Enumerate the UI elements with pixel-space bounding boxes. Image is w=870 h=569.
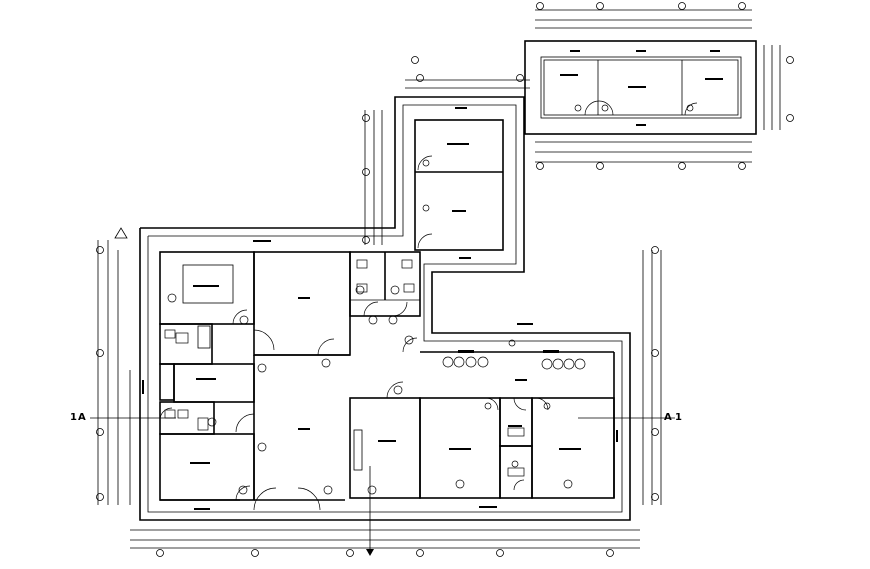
grid-bubble [596, 162, 604, 170]
room-labels [142, 240, 618, 510]
grid-bubble [651, 246, 659, 254]
north-wing-rooms [414, 107, 504, 259]
grid-bubble [596, 2, 604, 10]
grid-bubble [96, 493, 104, 501]
grid-bubble [416, 549, 424, 557]
section-marker-left: A [78, 412, 86, 423]
grid-bubble [362, 114, 370, 122]
grid-bubble [496, 549, 504, 557]
grid-bubble [96, 246, 104, 254]
grid-bubble [411, 56, 419, 64]
grid-bubble [362, 236, 370, 244]
grid-bubble [738, 2, 746, 10]
grid-bubble [346, 549, 354, 557]
grid-bubble [651, 493, 659, 501]
door-swings [159, 301, 549, 511]
grid-bubbles [96, 2, 794, 557]
north-arrow [114, 227, 128, 239]
dimension-north-wing [364, 79, 530, 245]
grid-bubble [678, 2, 686, 10]
section-line: A 1 A 1 [70, 412, 682, 556]
annex-building [524, 40, 757, 135]
section-number-right: 1 [675, 412, 682, 423]
grid-bubble [786, 114, 794, 122]
main-building-outline [139, 96, 631, 521]
fixtures [164, 259, 586, 495]
dimension-right [642, 250, 662, 505]
east-interior-walls [349, 351, 615, 499]
grid-bubble [536, 2, 544, 10]
dimension-bottom [130, 529, 640, 549]
dimension-annex [535, 9, 781, 163]
grid-bubble [251, 549, 259, 557]
dimension-left [97, 240, 131, 505]
section-marker-right: A [664, 412, 672, 423]
grid-bubble [536, 162, 544, 170]
grid-bubble [516, 74, 524, 82]
grid-bubble [738, 162, 746, 170]
section-number-left: 1 [70, 412, 77, 423]
grid-bubble [606, 549, 614, 557]
grid-bubble [416, 74, 424, 82]
grid-bubble [96, 349, 104, 357]
west-interior-walls [159, 251, 421, 501]
grid-bubble [786, 56, 794, 64]
grid-bubble [678, 162, 686, 170]
grid-bubble [156, 549, 164, 557]
grid-bubble [651, 349, 659, 357]
grid-bubble [651, 428, 659, 436]
grid-bubble [96, 428, 104, 436]
grid-bubble [362, 168, 370, 176]
